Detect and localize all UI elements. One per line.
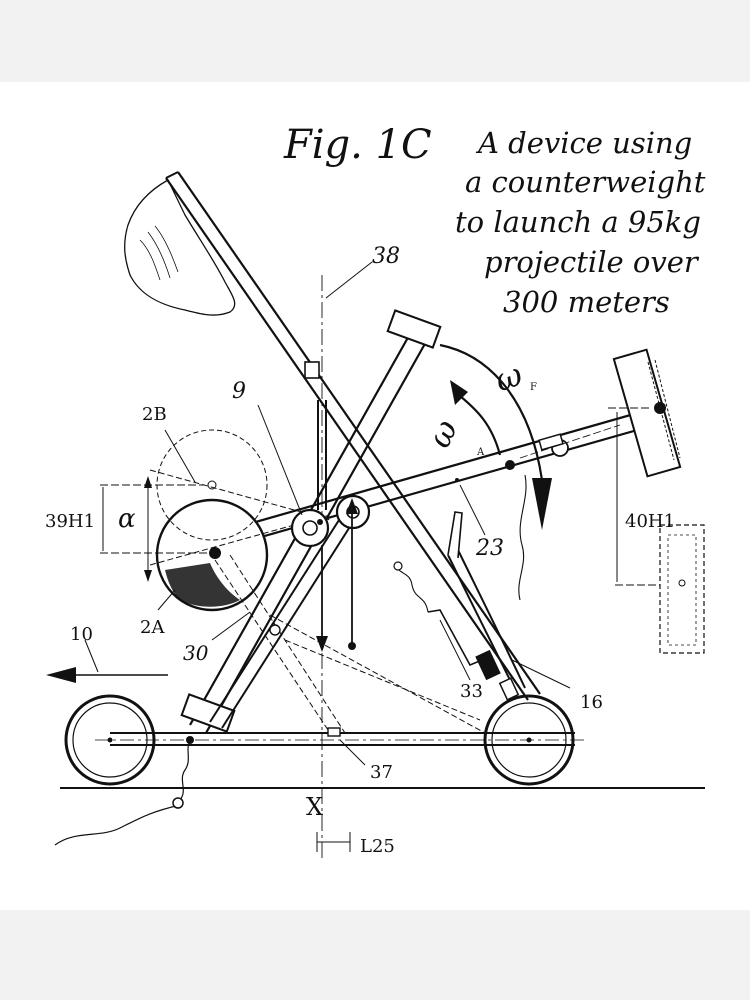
label-16: 16 — [580, 692, 603, 713]
leader-2B — [164, 429, 196, 483]
leader-10 — [84, 639, 99, 673]
caption-line-3: to launch a 95kg — [455, 205, 701, 239]
omega-f-arc — [439, 343, 544, 481]
label-L25: L25 — [360, 836, 395, 857]
label-omega-f-sub: F — [530, 382, 537, 393]
projectile-hatch — [139, 225, 179, 281]
release-block — [498, 677, 520, 701]
caption-line-4: projectile over — [484, 245, 700, 279]
dashed-link-c — [269, 614, 486, 734]
trigger-block — [475, 649, 501, 681]
label-39H1: 39H1 — [45, 511, 95, 532]
leader-16 — [511, 659, 571, 689]
trigger-lever — [447, 511, 463, 559]
leader-23 — [459, 484, 486, 536]
dashed-link-d — [284, 639, 481, 721]
leader-38 — [325, 261, 373, 299]
label-37: 37 — [370, 762, 393, 783]
label-40H1: 40H1 — [625, 511, 675, 532]
leader-30 — [211, 611, 251, 641]
dashed-link-b — [229, 554, 346, 734]
leader-9 — [257, 404, 303, 516]
label-9: 9 — [232, 379, 246, 404]
frame-leg-right — [209, 494, 366, 729]
trigger-cord — [394, 564, 429, 613]
leader-2A — [157, 589, 176, 611]
omega-a-arc — [454, 391, 502, 456]
label-X: X — [306, 793, 323, 821]
label-10: 10 — [70, 624, 93, 645]
dashed-link-a — [214, 559, 331, 734]
rail-16-b — [457, 549, 526, 689]
link-37 — [327, 727, 341, 737]
anchor-rope — [179, 739, 191, 801]
terrain-sketch — [518, 474, 527, 601]
right-wheel — [483, 694, 575, 786]
counterweight-2A — [155, 498, 269, 612]
label-30: 30 — [183, 641, 209, 665]
label-alpha: α — [118, 504, 136, 534]
omega-f-arrowhead — [532, 478, 552, 530]
label-omega-a-sub: A — [476, 447, 485, 458]
label-2B: 2B — [142, 404, 167, 425]
caption-line-5: 300 meters — [503, 285, 670, 319]
caption: A device using a counterweight to launch… — [455, 126, 706, 319]
label-2A: 2A — [140, 617, 165, 638]
sling-ghost — [659, 524, 705, 654]
throwing-arm-raised — [165, 171, 541, 701]
fig-title: Fig. 1C — [283, 122, 432, 168]
mast-collar — [304, 361, 320, 379]
figure-canvas: Fig. 1C A device using a counterweight t… — [0, 82, 750, 910]
leader-33 — [439, 619, 471, 681]
rail-16 — [447, 554, 516, 691]
omega-a-arrowhead — [450, 380, 468, 405]
sling-pouch — [612, 348, 682, 478]
projectile-sketch — [124, 179, 236, 316]
label-23: 23 — [475, 536, 504, 561]
left-wheel — [64, 694, 156, 786]
dim-40H1 — [608, 407, 660, 586]
label-38: 38 — [372, 244, 400, 269]
trebuchet-diagram: Fig. 1C A device using a counterweight t… — [45, 122, 706, 860]
dim-39H1 — [100, 476, 210, 582]
dashed-arm-ghost — [149, 469, 331, 521]
caption-line-2: a counterweight — [465, 165, 706, 199]
caption-line-1: A device using — [475, 126, 692, 160]
label-omega-f: ω — [490, 355, 528, 400]
label-33: 33 — [460, 681, 483, 702]
ground-sketch — [54, 804, 181, 846]
pivot-9 — [290, 508, 330, 548]
label-omega-a: ω — [420, 414, 465, 454]
leader-37 — [339, 739, 366, 766]
